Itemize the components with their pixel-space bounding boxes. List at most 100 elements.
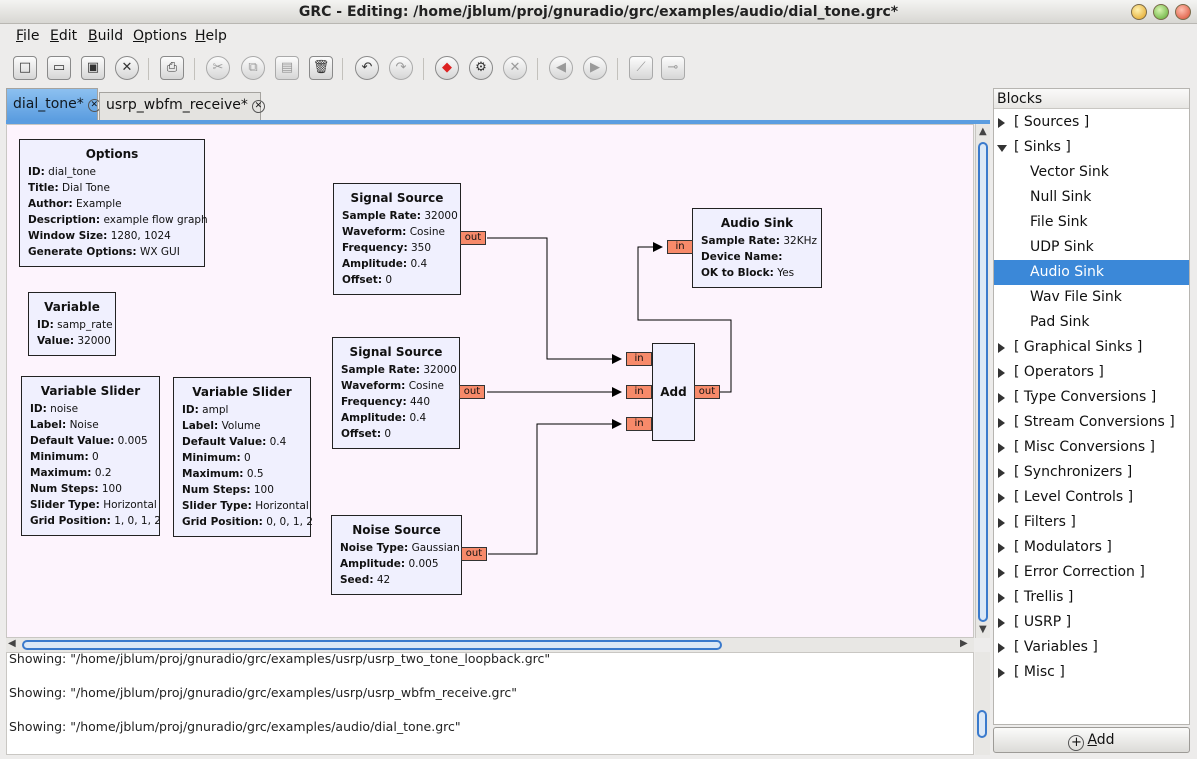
tree-category-modulators[interactable]: [ Modulators ] <box>994 535 1189 560</box>
expander-closed-icon[interactable] <box>998 493 1005 503</box>
expander-closed-icon[interactable] <box>998 593 1005 603</box>
expander-closed-icon[interactable] <box>998 668 1005 678</box>
output-port[interactable]: out <box>694 385 720 399</box>
close-file-icon[interactable]: ✕ <box>115 56 139 80</box>
input-port[interactable]: in <box>626 352 652 366</box>
tree-category-filters[interactable]: [ Filters ] <box>994 510 1189 535</box>
expander-closed-icon[interactable] <box>998 393 1005 403</box>
tab-dial-tone[interactable]: dial_tone*✕ <box>6 88 101 120</box>
kill-icon[interactable]: ✕ <box>503 56 527 80</box>
tree-category-usrp[interactable]: [ USRP ] <box>994 610 1189 635</box>
variable-slider-ampl-block[interactable]: Variable Slider ID: ampl Label: Volume D… <box>173 377 313 537</box>
menu-file[interactable]: File <box>16 28 40 44</box>
tab-close-icon[interactable]: ✕ <box>251 100 265 113</box>
copy-icon[interactable]: ⧉ <box>241 56 265 80</box>
scrollbar-thumb[interactable] <box>22 640 722 650</box>
rotate-ccw-icon[interactable]: ◀ <box>549 56 573 80</box>
canvas-horizontal-scrollbar[interactable]: ◀ ▶ <box>6 638 974 652</box>
paste-icon[interactable]: ▤ <box>275 56 299 80</box>
tree-category-misc[interactable]: [ Misc ] <box>994 660 1189 685</box>
tree-category-operators[interactable]: [ Operators ] <box>994 360 1189 385</box>
save-icon[interactable]: ▣ <box>81 56 105 80</box>
add-block[interactable]: Add <box>652 343 695 441</box>
minimize-button[interactable] <box>1131 4 1147 20</box>
open-file-icon[interactable]: ▭ <box>47 56 71 80</box>
expander-closed-icon[interactable] <box>998 468 1005 478</box>
expander-closed-icon[interactable] <box>998 118 1005 128</box>
canvas-vertical-scrollbar[interactable]: ▲ ▼ <box>975 124 990 638</box>
expander-closed-icon[interactable] <box>998 543 1005 553</box>
undo-icon[interactable]: ↶ <box>355 56 379 80</box>
expander-closed-icon[interactable] <box>998 568 1005 578</box>
print-icon[interactable]: ⎙ <box>160 56 184 80</box>
menu-help[interactable]: Help <box>195 28 227 44</box>
expander-closed-icon[interactable] <box>998 443 1005 453</box>
scroll-left-icon[interactable]: ◀ <box>8 638 16 649</box>
expander-closed-icon[interactable] <box>998 418 1005 428</box>
tree-category-stream-conversions[interactable]: [ Stream Conversions ] <box>994 410 1189 435</box>
expander-open-icon[interactable] <box>997 145 1007 152</box>
expander-closed-icon[interactable] <box>998 518 1005 528</box>
variable-block[interactable]: Variable ID: samp_rate Value: 32000 <box>28 292 116 356</box>
tree-category-graphical-sinks[interactable]: [ Graphical Sinks ] <box>994 335 1189 360</box>
tree-item-null-sink[interactable]: Null Sink <box>994 185 1189 210</box>
tree-item-vector-sink[interactable]: Vector Sink <box>994 160 1189 185</box>
message-console[interactable]: Showing: "/home/jblum/proj/gnuradio/grc/… <box>6 652 974 755</box>
tree-category-variables[interactable]: [ Variables ] <box>994 635 1189 660</box>
tree-item-audio-sink[interactable]: Audio Sink <box>994 260 1189 285</box>
generate-icon[interactable]: ⚙ <box>469 56 493 80</box>
delete-icon[interactable]: 🗑 <box>309 56 333 80</box>
redo-icon[interactable]: ↷ <box>389 56 413 80</box>
scroll-right-icon[interactable]: ▶ <box>960 638 968 649</box>
tree-category-type-conversions[interactable]: [ Type Conversions ] <box>994 385 1189 410</box>
expander-closed-icon[interactable] <box>998 368 1005 378</box>
maximize-button[interactable] <box>1153 4 1169 20</box>
tree-item-file-sink[interactable]: File Sink <box>994 210 1189 235</box>
tree-category-synchronizers[interactable]: [ Synchronizers ] <box>994 460 1189 485</box>
tree-category-misc-conversions[interactable]: [ Misc Conversions ] <box>994 435 1189 460</box>
tree-category-sinks[interactable]: [ Sinks ] <box>994 135 1189 160</box>
tree-item-wav-file-sink[interactable]: Wav File Sink <box>994 285 1189 310</box>
tab-usrp-wbfm-receive[interactable]: usrp_wbfm_receive*✕ <box>99 92 265 120</box>
input-port[interactable]: in <box>667 240 693 254</box>
tree-category-level-controls[interactable]: [ Level Controls ] <box>994 485 1189 510</box>
menu-edit[interactable]: Edit <box>50 28 78 44</box>
scrollbar-thumb[interactable] <box>978 142 988 622</box>
add-block-button[interactable]: +Add <box>993 727 1190 753</box>
flow-graph-canvas[interactable]: Options ID: dial_tone Title: Dial Tone A… <box>6 124 974 638</box>
expander-closed-icon[interactable] <box>998 618 1005 628</box>
menu-options[interactable]: Options <box>133 28 188 44</box>
rotate-cw-icon[interactable]: ▶ <box>583 56 607 80</box>
console-vertical-scrollbar[interactable] <box>975 652 990 755</box>
tree-category-trellis[interactable]: [ Trellis ] <box>994 585 1189 610</box>
disable-block-icon[interactable]: ⊸ <box>661 56 685 80</box>
options-block[interactable]: Options ID: dial_tone Title: Dial Tone A… <box>19 139 208 267</box>
tree-category-error-correction[interactable]: [ Error Correction ] <box>994 560 1189 585</box>
output-port[interactable]: out <box>459 385 485 399</box>
tree-item-udp-sink[interactable]: UDP Sink <box>994 235 1189 260</box>
tree-category-sources[interactable]: [ Sources ] <box>994 110 1189 135</box>
scroll-up-icon[interactable]: ▲ <box>979 126 987 137</box>
output-port[interactable]: out <box>461 547 487 561</box>
errors-icon[interactable]: ◆ <box>435 56 459 80</box>
noise-source-block[interactable]: Noise Source Noise Type: Gaussian Amplit… <box>331 515 462 595</box>
new-file-icon[interactable]: □ <box>13 56 37 80</box>
input-port[interactable]: in <box>626 385 652 399</box>
panel-header[interactable]: Blocks <box>994 89 1189 109</box>
audio-sink-block[interactable]: Audio Sink Sample Rate: 32KHz Device Nam… <box>692 208 822 288</box>
enable-block-icon[interactable]: ⟋ <box>629 56 653 80</box>
scroll-down-icon[interactable]: ▼ <box>979 624 987 635</box>
expander-closed-icon[interactable] <box>998 343 1005 353</box>
close-window-button[interactable] <box>1175 4 1191 20</box>
variable-slider-noise-block[interactable]: Variable Slider ID: noise Label: Noise D… <box>21 376 161 536</box>
tree-item-pad-sink[interactable]: Pad Sink <box>994 310 1189 335</box>
output-port[interactable]: out <box>460 231 486 245</box>
expander-closed-icon[interactable] <box>998 643 1005 653</box>
signal-source-440-block[interactable]: Signal Source Sample Rate: 32000 Wavefor… <box>332 337 460 449</box>
window-titlebar[interactable]: GRC - Editing: /home/jblum/proj/gnuradio… <box>0 0 1197 24</box>
signal-source-350-block[interactable]: Signal Source Sample Rate: 32000 Wavefor… <box>333 183 461 295</box>
input-port[interactable]: in <box>626 417 652 431</box>
menu-build[interactable]: Build <box>88 28 124 44</box>
scrollbar-thumb[interactable] <box>977 710 987 738</box>
